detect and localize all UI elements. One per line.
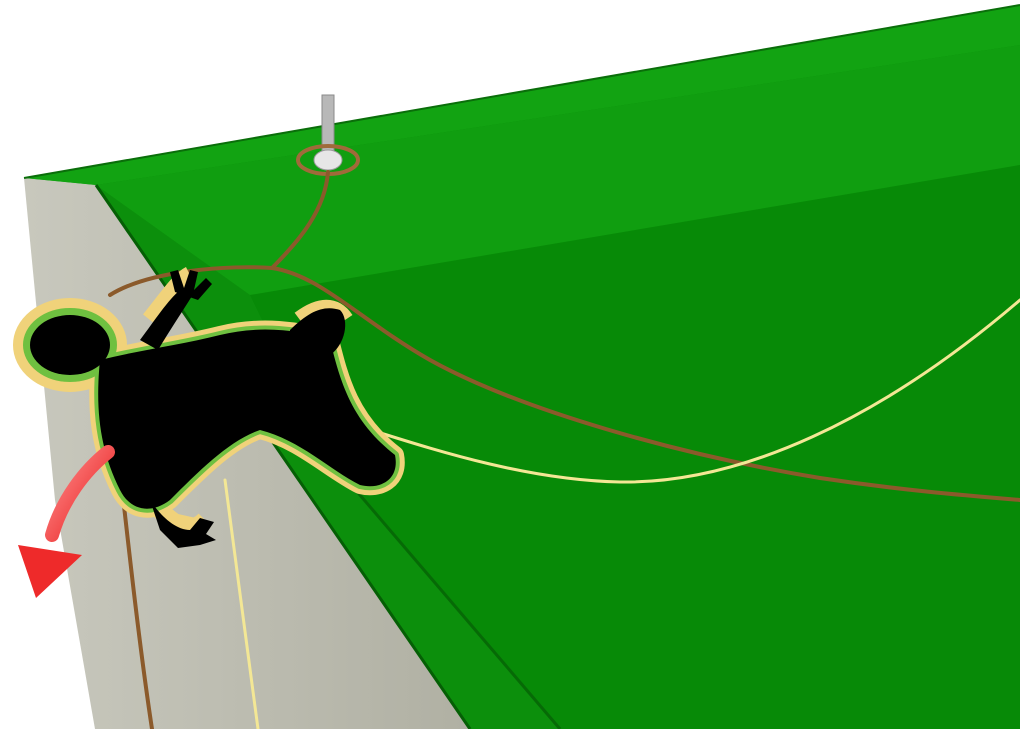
fall-scene [0,0,1020,729]
